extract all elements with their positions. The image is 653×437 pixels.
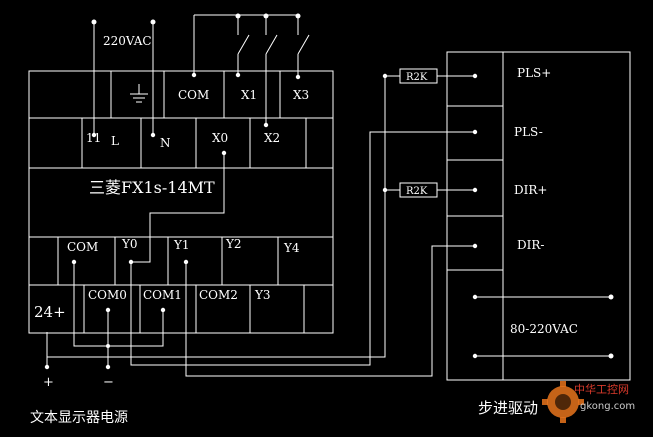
terminal-y0: Y0 (121, 237, 138, 251)
terminal-com1: COM1 (143, 288, 182, 302)
output-wiring (71, 131, 475, 377)
driver-pls-plus: PLS+ (517, 66, 551, 80)
driver-dir-minus: DIR- (517, 238, 544, 252)
positive-supply-wiring (46, 73, 475, 358)
driver-pls-minus: PLS- (514, 125, 543, 139)
display-power-caption: 文本显示器电源 (30, 410, 128, 426)
resistor-r1: R2K (399, 68, 438, 84)
watermark-site: gkong.com (580, 401, 635, 412)
terminal-y3: Y3 (254, 288, 271, 302)
terminal-y4: Y4 (283, 241, 300, 255)
display-power-minus: − (103, 375, 114, 390)
stepper-driver (446, 51, 631, 381)
resistor-r2-label: R2K (406, 186, 428, 197)
input-switches (191, 13, 310, 128)
terminal-24-plus: 24+ (34, 303, 66, 321)
terminal-com0: COM0 (88, 288, 127, 302)
plc-body (28, 70, 334, 334)
terminal-x0: X0 (212, 131, 228, 145)
resistor-r2: R2K (399, 182, 438, 198)
terminal-y2: Y2 (225, 237, 242, 251)
terminal-com2: COM2 (199, 288, 238, 302)
ground-icon (130, 84, 148, 103)
driver-power-label: 80-220VAC (510, 322, 578, 336)
terminal-n: N (160, 136, 171, 150)
power-wires (91, 19, 156, 138)
terminal-com-top: COM (178, 88, 209, 102)
terminal-l: L (111, 134, 119, 148)
resistor-r1-label: R2K (406, 72, 428, 83)
driver-caption: 步进驱动 (478, 399, 538, 417)
watermark-brand: 中华工控网 (574, 382, 629, 396)
terminal-com-output: COM (67, 240, 98, 254)
terminal-x1: X1 (241, 88, 257, 102)
terminal-x3: X3 (293, 88, 309, 102)
terminal-y1: Y1 (173, 238, 190, 252)
power-label: 220VAC (103, 34, 152, 48)
terminal-11: 11 (86, 131, 101, 145)
display-power-terminals (44, 346, 111, 370)
terminal-x2: X2 (264, 131, 280, 145)
watermark-logo: 中华工控网 gkong.com (542, 381, 635, 423)
plc-model-label: 三菱FX1s-14MT (89, 178, 215, 197)
driver-dir-plus: DIR+ (514, 183, 547, 197)
display-power-plus: + (43, 375, 54, 390)
